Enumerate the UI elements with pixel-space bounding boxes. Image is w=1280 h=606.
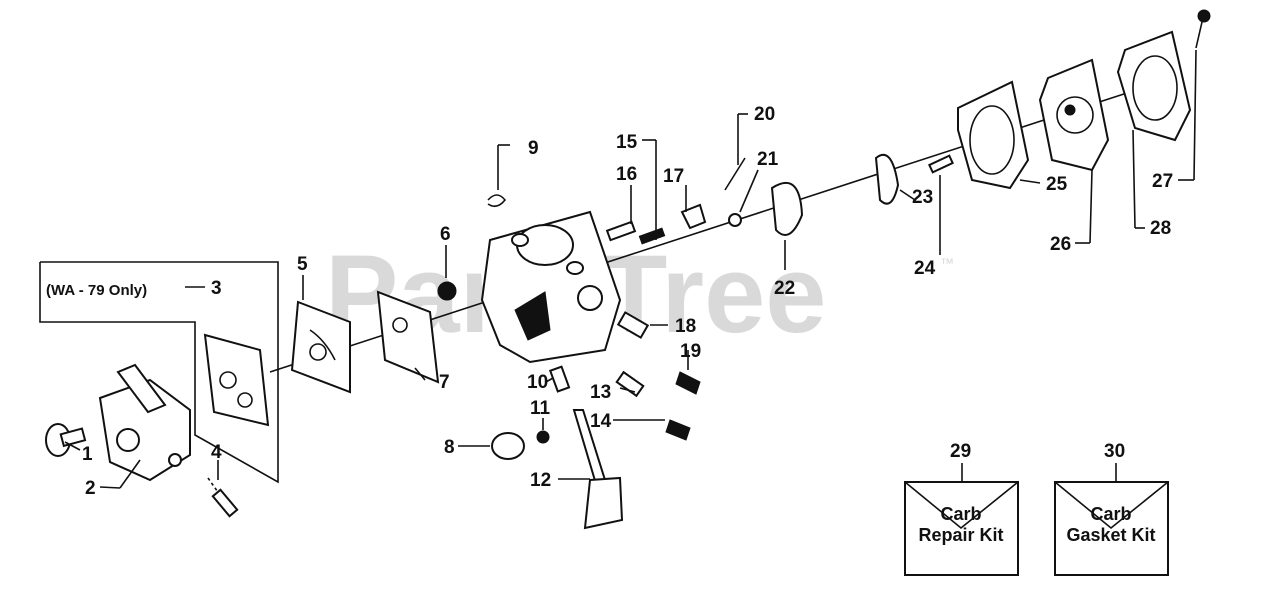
part-3-gasket (203, 333, 270, 427)
part-1-screw (45, 423, 87, 457)
wa79-outline (39, 261, 279, 484)
callout-18: 18 (675, 316, 696, 337)
callout-10: 10 (527, 372, 548, 393)
callout-11: 11 (530, 398, 551, 419)
callout-8: 8 (444, 437, 455, 458)
part-17-lever (680, 203, 707, 230)
callout-19: 19 (680, 341, 701, 362)
callout-5: 5 (297, 254, 308, 275)
part-19-screw (675, 371, 701, 395)
part-16-pin (605, 220, 637, 242)
callout-21: 21 (757, 149, 779, 170)
wa79-note: (WA - 79 Only) (46, 282, 147, 299)
part-23-plate (874, 153, 900, 205)
callout-24: 24 (914, 258, 936, 279)
part-12-shaft (572, 409, 624, 530)
part-14-screw (665, 419, 691, 441)
callout-23: 23 (912, 187, 933, 208)
carburetor-body (480, 210, 622, 364)
callout-4: 4 (211, 442, 222, 463)
callout-15: 15 (616, 132, 638, 153)
kit-29-number: 29 (950, 441, 971, 462)
part-8-disc (491, 432, 525, 460)
callout-2: 2 (85, 478, 96, 499)
part-28-cover (1116, 30, 1192, 142)
part-9-clip (487, 194, 507, 208)
callout-16: 16 (616, 164, 637, 185)
part-18-spring (616, 311, 650, 339)
kit-29-line2: Repair Kit (918, 525, 1003, 545)
watermark-trademark: ™ (940, 255, 954, 271)
part-5-plate (290, 300, 351, 394)
part-4-screw (207, 477, 239, 518)
callout-22: 22 (774, 278, 795, 299)
callout-1: 1 (82, 444, 93, 465)
part-10-needle (548, 365, 571, 393)
callout-13: 13 (590, 382, 611, 403)
part-26-diaphragm (1038, 58, 1110, 172)
callout-20: 20 (754, 104, 775, 125)
callout-12: 12 (530, 470, 551, 491)
callout-17: 17 (663, 166, 684, 187)
part-20-pin (724, 157, 746, 191)
callout-14: 14 (590, 411, 612, 432)
kit-30: 30 Carb Gasket Kit (1054, 441, 1169, 576)
kit-29: 29 Carb Repair Kit (904, 441, 1019, 576)
callout-27: 27 (1152, 171, 1173, 192)
part-13-spring (615, 370, 645, 398)
part-2-body (98, 363, 191, 482)
part-7-gasket (376, 290, 440, 384)
leader-lines (64, 49, 1197, 489)
callout-3: 3 (211, 278, 222, 299)
part-25-gasket (957, 80, 1030, 190)
part-11-plug (536, 430, 550, 444)
callout-9: 9 (528, 138, 539, 159)
part-15-spring (638, 227, 666, 245)
part-6-plug (437, 281, 457, 301)
kit-30-line2: Gasket Kit (1066, 525, 1155, 545)
callout-6: 6 (440, 224, 451, 245)
kit-30-line1: Carb (1090, 504, 1131, 524)
callout-7: 7 (439, 372, 450, 393)
part-27-screw (1195, 9, 1211, 49)
part-24-screw (928, 154, 954, 174)
callout-28: 28 (1150, 218, 1171, 239)
callout-numbers: 1 2 3 4 5 6 7 8 9 10 11 12 13 14 15 16 1… (82, 104, 1173, 499)
part-22-plate (770, 182, 804, 236)
kit-29-line1: Carb (940, 504, 981, 524)
callout-26: 26 (1050, 234, 1071, 255)
part-21-screw (728, 213, 742, 227)
callout-25: 25 (1046, 174, 1068, 195)
kit-30-number: 30 (1104, 441, 1125, 462)
